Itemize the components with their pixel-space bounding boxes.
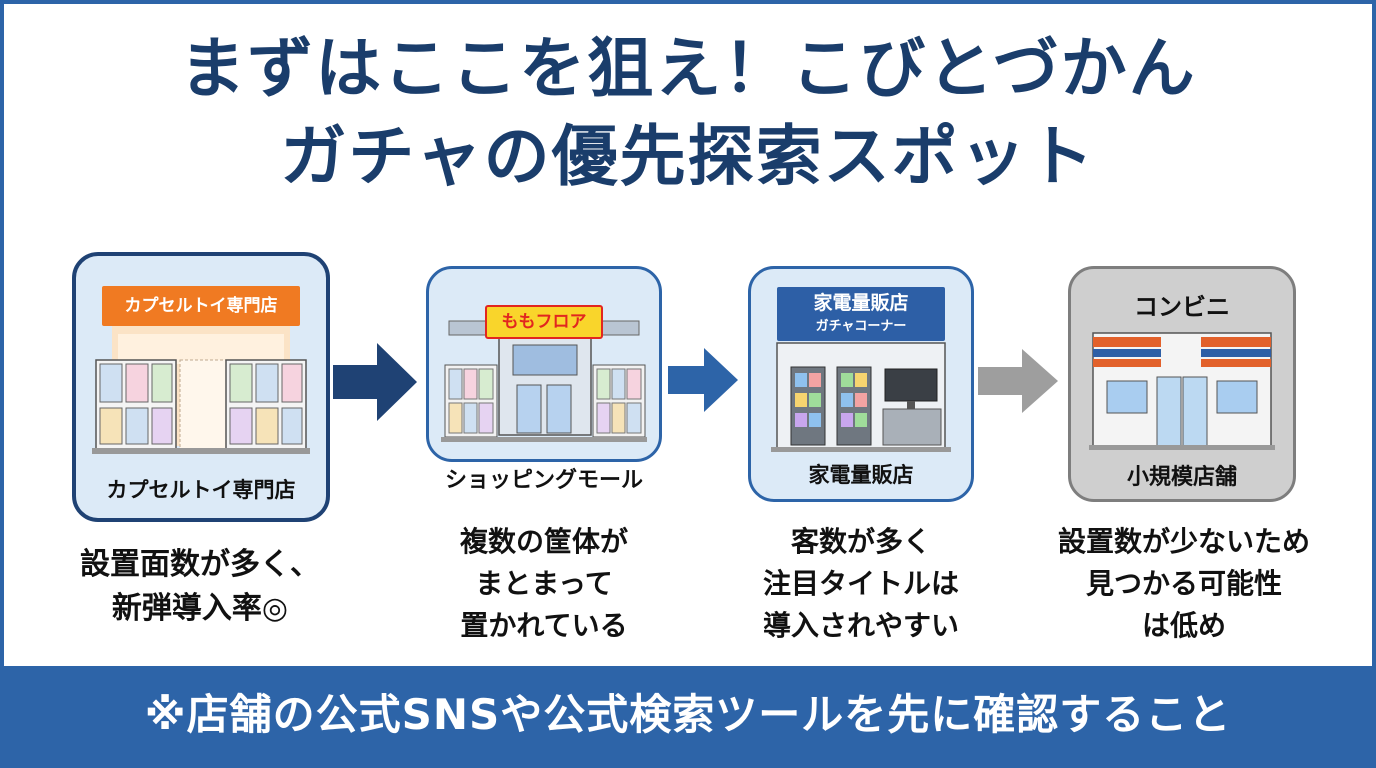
capsule-toy-shop-sign-text: カプセルトイ専門店 [124,296,278,316]
footer-note: ※店舗の公式SNSや公式検索ツールを先に確認すること [0,666,1376,768]
right-arrow-icon [333,343,419,425]
spot-desc-line: 見つかる可能性 [1085,567,1282,600]
capsule-toy-shop-sign: カプセルトイ専門店 [102,286,300,326]
spot-card-electronics-store: 家電量販店 ガチャコーナー 家電量販店 [748,266,974,502]
spot-desc-shopping-mall: 複数の筐体が まとまって 置かれている [386,521,702,647]
spot-desc-line: 新弾導入率◎ [111,591,289,626]
electronics-store-sign-subtext: ガチャコーナー [815,319,907,334]
electronics-store-sign: 家電量販店 ガチャコーナー [777,287,945,341]
electronics-store-icon [751,269,971,499]
convenience-store-sign-text: コンビニ [1134,293,1230,321]
spot-desc-line: 置かれている [460,609,628,642]
spot-card-shopping-mall: ももフロア [426,266,662,462]
spot-desc-line: 注目タイトルは [762,567,959,600]
right-arrow-icon [978,349,1060,417]
spot-desc-line: 複数の筐体が [459,525,628,558]
page-title-line-2: ガチャの優先探索スポット [280,118,1096,195]
spot-label-shopping-mall: ショッピングモール [444,468,643,493]
spot-desc-line: 設置数が少ないため [1057,525,1310,558]
shopping-mall-sign: ももフロア [485,305,603,339]
spot-label-convenience-store: 小規模店舗 [1126,465,1237,490]
convenience-store-icon [1071,269,1293,499]
spot-card-capsule-toy-shop: カプセルトイ専門店 カプセルトイ専門店 [72,252,330,522]
shopping-mall-icon [429,269,659,459]
right-arrow-icon [668,348,740,416]
spot-desc-line: 設置面数が多く、 [80,547,320,582]
spot-desc-convenience-store: 設置数が少ないため 見つかる可能性 は低め [1024,521,1344,647]
spot-label-electronics-store: 家電量販店 [808,463,914,487]
page-title-line-1: まずはここを狙え！こびとづかん [179,30,1197,107]
spot-desc-line: まとまって [475,567,613,600]
spot-card-convenience-store: コンビニ 小規模店舗 [1068,266,1296,502]
spot-desc-capsule-toy-shop: 設置面数が多く、 新弾導入率◎ [40,543,360,631]
shopping-mall-sign-text: ももフロア [501,312,587,332]
spot-desc-line: は低め [1141,609,1226,642]
capsule-toy-shop-icon [76,256,326,518]
spot-desc-electronics-store: 客数が多く 注目タイトルは 導入されやすい [706,521,1016,647]
electronics-store-sign-text: 家電量販店 [813,292,909,314]
spot-desc-line: 導入されやすい [762,609,959,642]
spot-desc-line: 客数が多く [790,525,931,558]
spot-label-capsule-toy-shop: カプセルトイ専門店 [106,478,296,502]
